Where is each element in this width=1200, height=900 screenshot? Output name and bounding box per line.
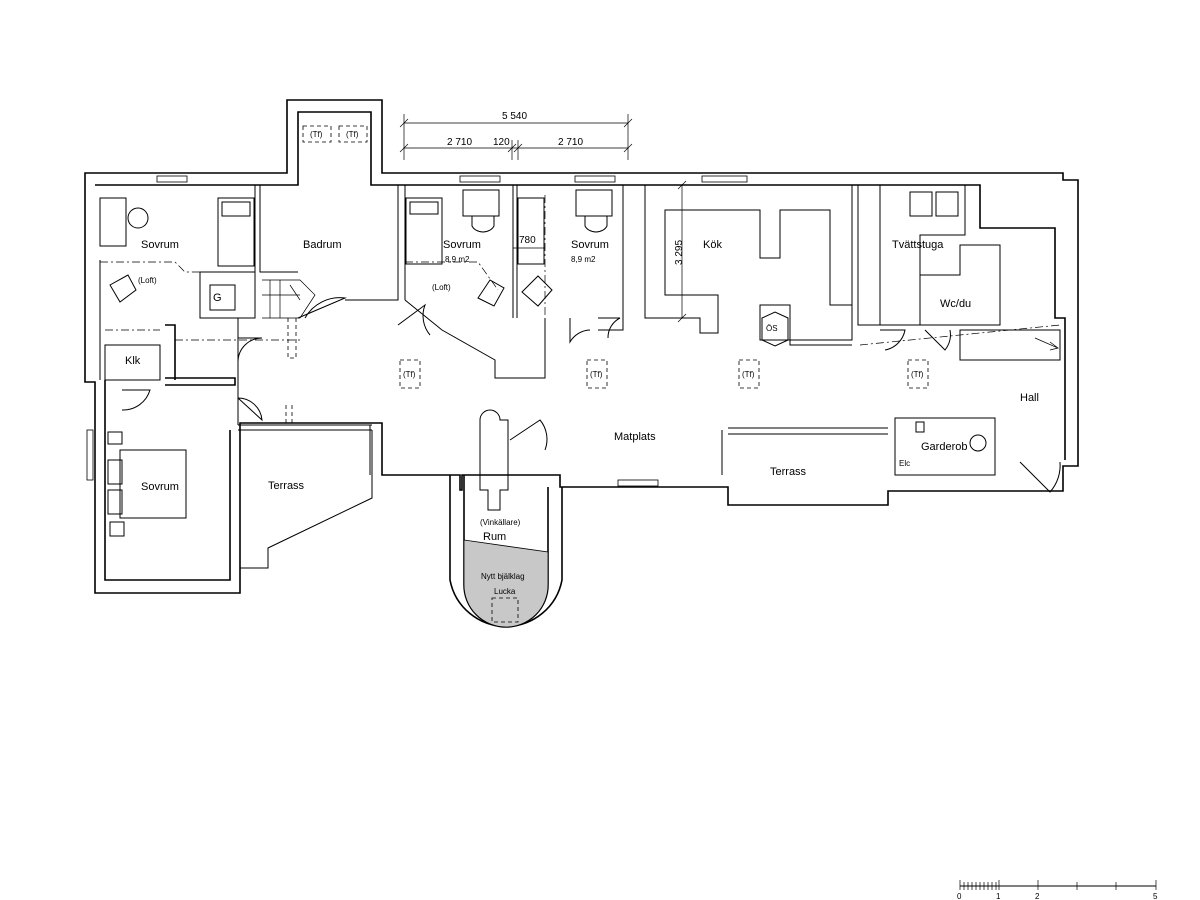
room-label-elc: Elc <box>899 459 910 468</box>
room-label-kok: Kök <box>703 239 722 251</box>
room-area-mid2: 8,9 m2 <box>571 255 596 264</box>
dimension-kitchen: 3 295 <box>674 240 685 265</box>
scale-tick-label: 0 <box>957 892 962 900</box>
dimension-left: 2 710 <box>447 137 472 148</box>
doors <box>121 297 1061 493</box>
room-label-badrum: Badrum <box>303 239 342 251</box>
tf-label: (Tf) <box>310 130 323 139</box>
room-label-terrass-w: Terrass <box>268 480 305 492</box>
room-label-g: G <box>213 292 222 304</box>
tf-label: (Tf) <box>911 370 924 379</box>
room-label-tvattstuga: Tvättstuga <box>892 239 944 251</box>
room-label-hall: Hall <box>1020 392 1039 404</box>
scale-tick-label: 1 <box>996 892 1001 900</box>
room-label-loft-mid: (Loft) <box>432 283 451 292</box>
room-label-sovrum-nw: Sovrum <box>141 239 179 251</box>
room-label-nytt-bjalklag: Nytt bjälklag <box>481 572 525 581</box>
scale-tick-label: 5 <box>1153 892 1158 900</box>
room-label-vinkallare: (Vinkällare) <box>480 518 521 527</box>
room-label-loft-w: (Loft) <box>138 276 157 285</box>
tf-label: (Tf) <box>590 370 603 379</box>
tf-label: (Tf) <box>346 130 359 139</box>
room-label-sovrum-mid1: Sovrum <box>443 239 481 251</box>
room-label-wcdu: Wc/du <box>940 298 971 310</box>
tf-markers <box>302 125 929 389</box>
room-area-mid1: 8,9 m2 <box>445 255 470 264</box>
room-label-sovrum-mid2: Sovrum <box>571 239 609 251</box>
room-label-terrass-e: Terrass <box>770 466 807 478</box>
tf-label: (Tf) <box>742 370 755 379</box>
tf-label: (Tf) <box>403 370 416 379</box>
room-label-garderob: Garderob <box>921 441 967 453</box>
new-floor-area <box>463 539 549 628</box>
room-label-rum: Rum <box>483 531 506 543</box>
dimension-lines <box>399 114 1060 351</box>
furniture <box>99 189 987 623</box>
dimension-middle: 120 <box>493 137 510 148</box>
windows <box>86 175 748 487</box>
dimension-right: 2 710 <box>558 137 583 148</box>
scale-bar <box>959 880 1157 890</box>
dimension-closet: 780 <box>519 235 536 246</box>
reference-lines <box>100 195 1061 425</box>
room-label-lucka: Lucka <box>494 587 516 596</box>
scale-tick-label: 2 <box>1035 892 1040 900</box>
room-labels: Sovrum (Loft) G Badrum Sovrum 8,9 m2 (Lo… <box>125 239 1039 596</box>
room-label-matplats: Matplats <box>614 431 656 443</box>
room-label-klk: Klk <box>125 355 141 367</box>
interior-walls <box>99 184 1061 569</box>
dimension-total: 5 540 <box>502 111 527 122</box>
room-label-sovrum-sw: Sovrum <box>141 481 179 493</box>
room-label-os: ÖS <box>766 324 778 333</box>
